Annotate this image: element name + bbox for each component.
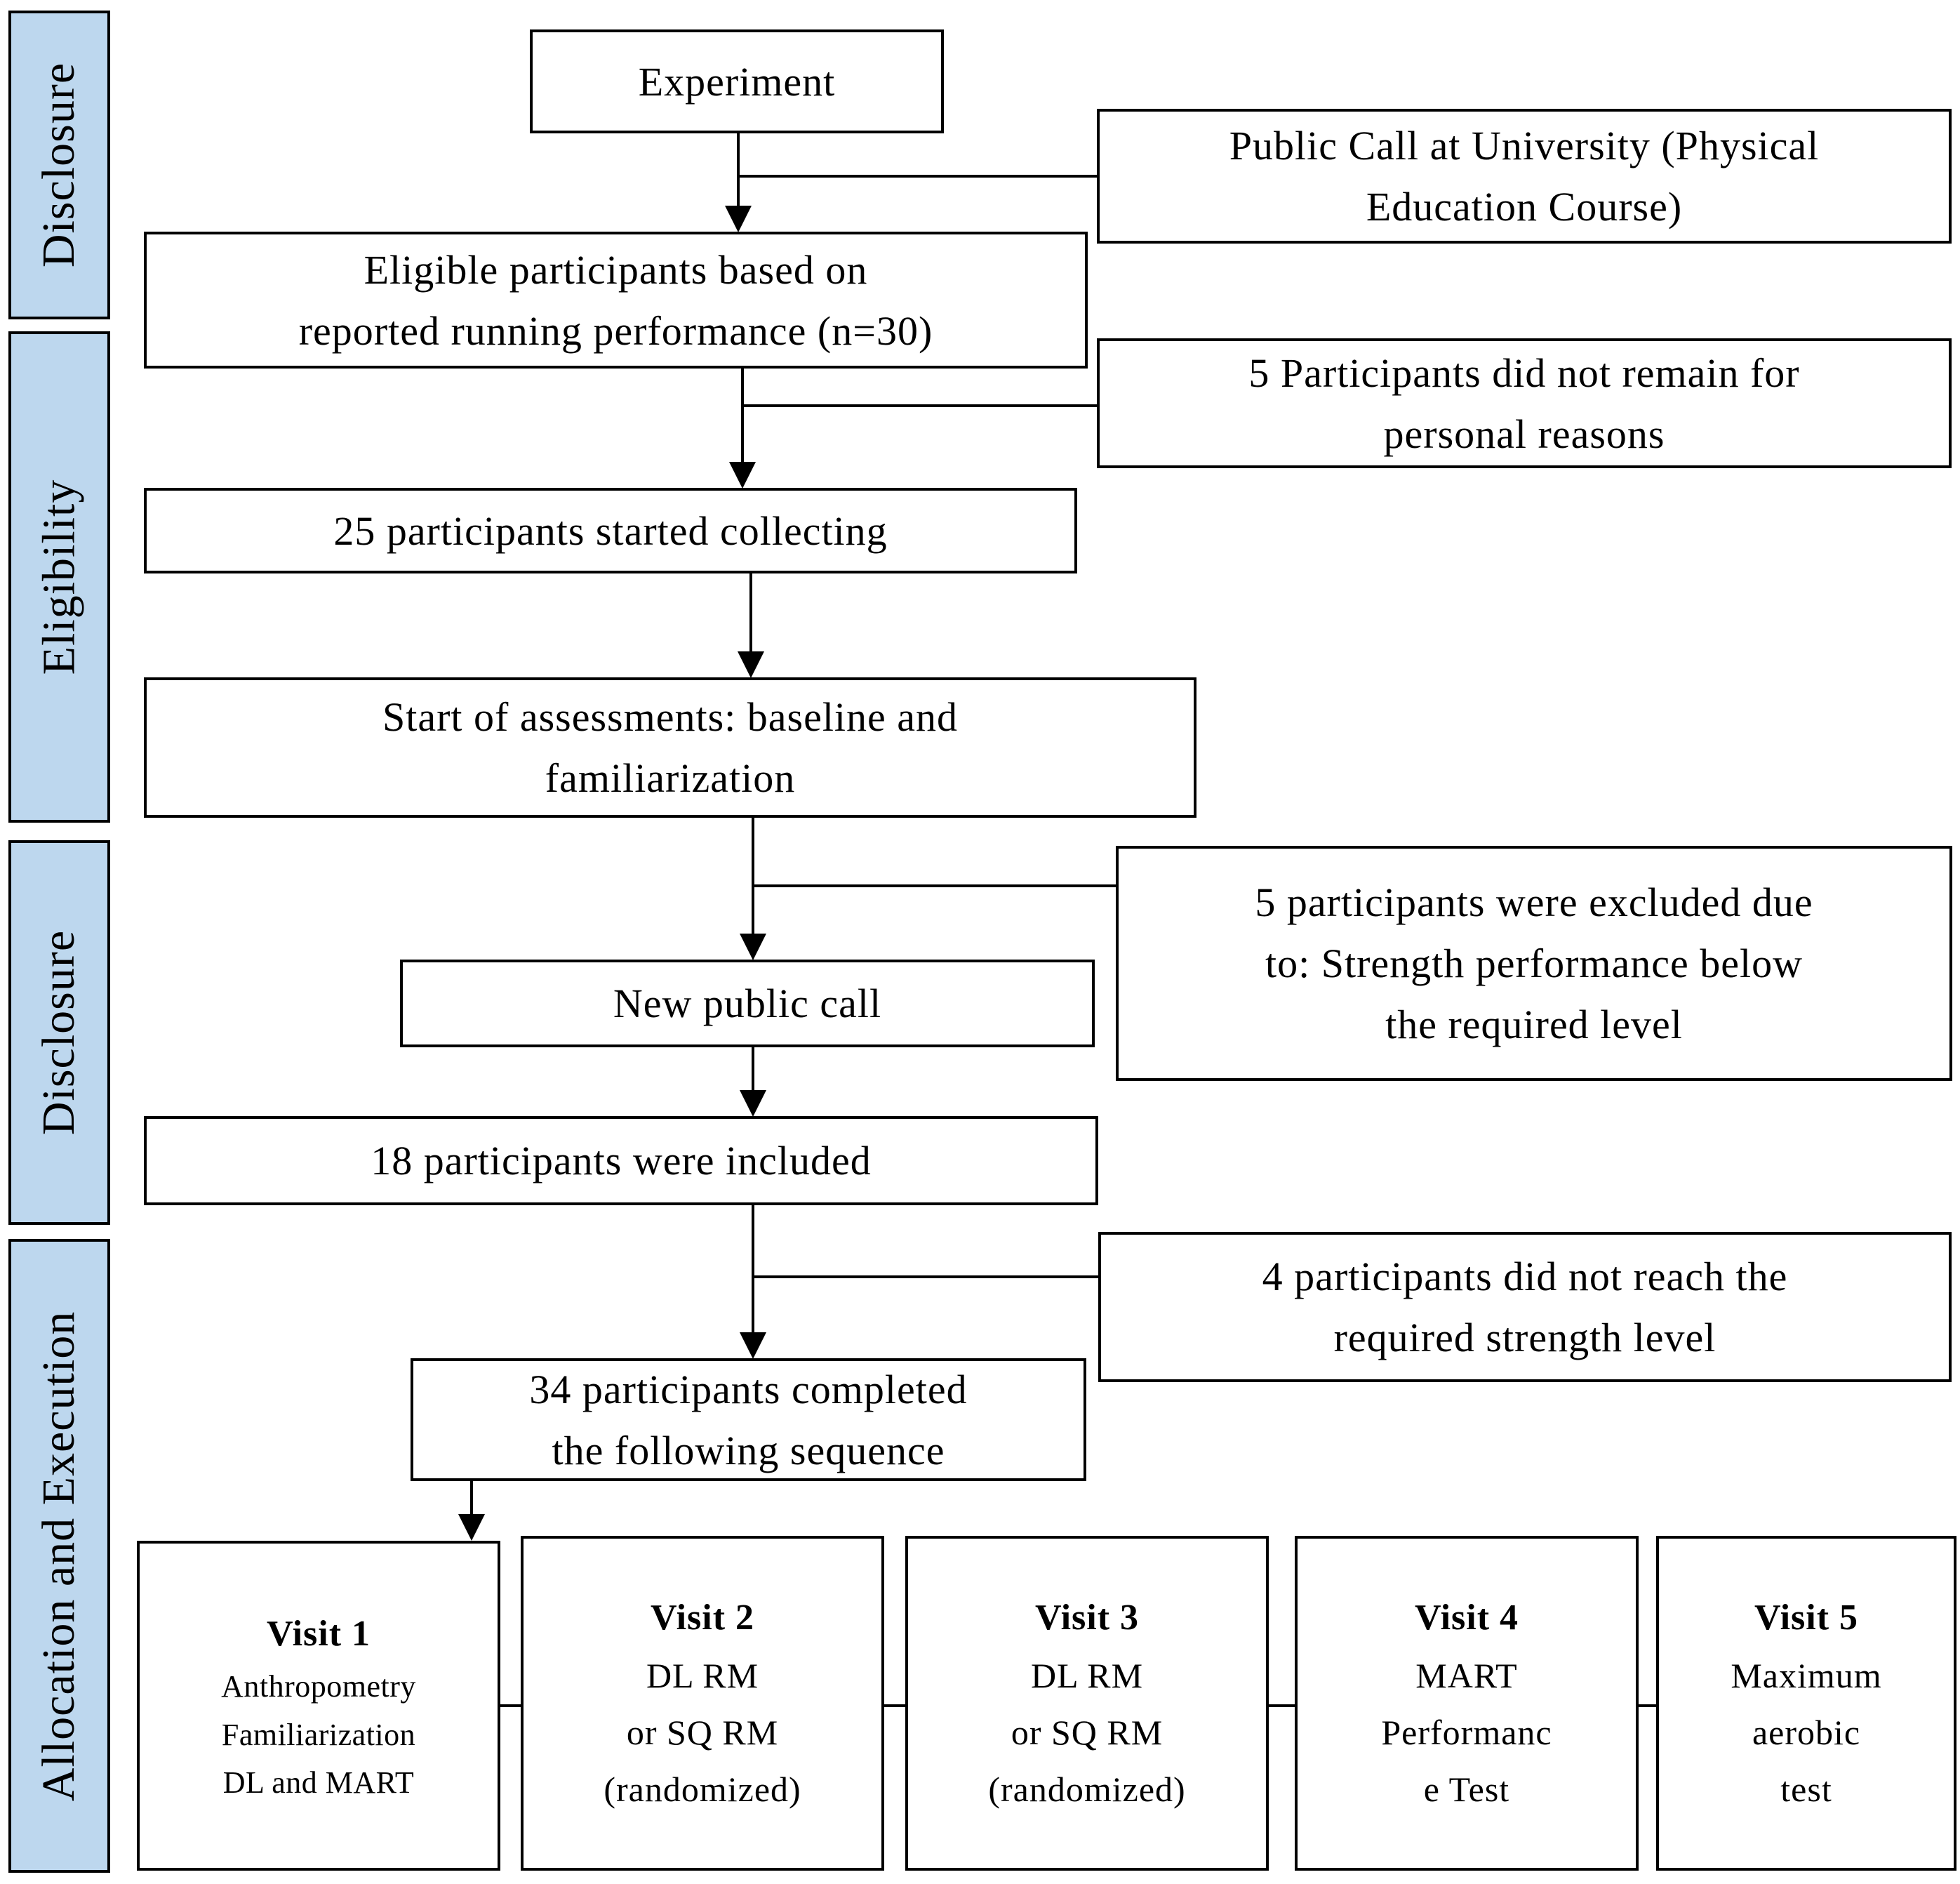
assessments-text-line1: Start of assessments: baseline and <box>382 694 959 740</box>
arrow-experiment-to-eligible-line <box>737 133 740 208</box>
stage-allocation-execution: Allocation and Execution <box>8 1239 110 1873</box>
eligible-text-line2: reported running performance (n=30) <box>298 307 933 354</box>
visit-2-line2: or SQ RM <box>626 1712 779 1752</box>
stage-eligibility-label: Eligibility <box>33 479 85 675</box>
excluded-text-line1: 5 participants were excluded due <box>1255 880 1813 925</box>
visit-5-title: Visit 5 <box>1754 1598 1859 1638</box>
arrow-eligible-to-started-line <box>741 369 744 464</box>
experiment-box: Experiment <box>530 29 944 133</box>
completed-text-line2: the following sequence <box>552 1427 945 1473</box>
visit-2-box: Visit 2 DL RM or SQ RM (randomized) <box>521 1536 884 1871</box>
arrow-started-to-assessments-line <box>749 573 752 654</box>
did-not-remain-box: 5 Participants did not remain for person… <box>1097 338 1952 468</box>
arrow-included-to-completed-head <box>740 1332 766 1359</box>
connector-to-excluded <box>752 884 1116 887</box>
public-call-box: Public Call at University (Physical Educ… <box>1097 109 1952 244</box>
arrow-assessments-to-newcall-line <box>752 818 754 936</box>
stage-disclosure-1: Disclosure <box>8 11 110 319</box>
visit-5-line2: aerobic <box>1752 1712 1861 1752</box>
stage-disclosure-1-label: Disclosure <box>33 62 85 268</box>
connector-to-did-not-remain <box>741 404 1097 407</box>
arrow-assessments-to-newcall-head <box>740 934 766 960</box>
experiment-text: Experiment <box>638 58 836 105</box>
connector-to-did-not-reach <box>752 1275 1098 1278</box>
did-not-reach-box: 4 participants did not reach the require… <box>1098 1232 1952 1382</box>
stage-disclosure-2: Disclosure <box>8 840 110 1225</box>
arrow-experiment-to-eligible-head <box>725 206 752 232</box>
did-not-reach-text-line2: required strength level <box>1333 1315 1716 1360</box>
started-collecting-box: 25 participants started collecting <box>144 488 1077 573</box>
completed-sequence-box: 34 participants completed the following … <box>411 1358 1086 1481</box>
included-text: 18 participants were included <box>371 1138 872 1183</box>
started-collecting-text: 25 participants started collecting <box>333 508 888 554</box>
did-not-remain-text-line1: 5 Participants did not remain for <box>1248 350 1800 396</box>
visit-1-box: Visit 1 Anthropometry Familiarization DL… <box>137 1541 500 1871</box>
excluded-text-line2: to: Strength performance below <box>1265 941 1804 986</box>
did-not-remain-text-line2: personal reasons <box>1383 411 1665 457</box>
visit-3-line2: or SQ RM <box>1011 1712 1164 1752</box>
visit-4-line3: e Test <box>1423 1769 1510 1809</box>
connector-visit2-visit3 <box>882 1704 907 1707</box>
assessments-box: Start of assessments: baseline and famil… <box>144 677 1196 818</box>
visit-3-line3: (randomized) <box>988 1769 1186 1809</box>
connector-visit1-visit2 <box>498 1704 522 1707</box>
new-public-call-box: New public call <box>400 960 1095 1047</box>
visit-5-box: Visit 5 Maximum aerobic test <box>1656 1536 1956 1871</box>
eligible-text-line1: Eligible participants based on <box>364 246 868 293</box>
visit-4-title: Visit 4 <box>1414 1598 1519 1638</box>
included-box: 18 participants were included <box>144 1116 1098 1205</box>
connector-to-public-call <box>737 175 1097 178</box>
visit-4-box: Visit 4 MART Performanc e Test <box>1295 1536 1639 1871</box>
arrow-eligible-to-started-head <box>729 462 756 489</box>
visit-1-line1: Anthropometry <box>221 1669 416 1704</box>
connector-visit3-visit4 <box>1267 1704 1297 1707</box>
stage-eligibility: Eligibility <box>8 331 110 823</box>
excluded-box: 5 participants were excluded due to: Str… <box>1116 846 1952 1081</box>
visit-1-line2: Familiarization <box>221 1717 416 1752</box>
visit-3-title: Visit 3 <box>1034 1598 1140 1638</box>
eligible-participants-box: Eligible participants based on reported … <box>144 232 1088 369</box>
public-call-text-line1: Public Call at University (Physical <box>1229 123 1820 168</box>
connector-visit4-visit5 <box>1636 1704 1658 1707</box>
completed-text-line1: 34 participants completed <box>529 1366 968 1412</box>
assessments-text-line2: familiarization <box>545 755 796 801</box>
stage-disclosure-2-label: Disclosure <box>33 929 85 1136</box>
arrow-started-to-assessments-head <box>738 651 764 678</box>
arrow-newcall-to-included-head <box>740 1090 766 1117</box>
did-not-reach-text-line1: 4 participants did not reach the <box>1262 1254 1788 1299</box>
visit-4-line1: MART <box>1415 1655 1518 1695</box>
arrow-completed-to-visit1-head <box>458 1514 485 1541</box>
visit-2-line1: DL RM <box>646 1655 759 1695</box>
visit-3-line1: DL RM <box>1030 1655 1144 1695</box>
new-public-call-text: New public call <box>613 981 882 1026</box>
excluded-text-line3: the required level <box>1385 1002 1683 1047</box>
visit-2-line3: (randomized) <box>604 1769 801 1809</box>
arrow-included-to-completed-line <box>752 1205 754 1334</box>
visit-5-line3: test <box>1780 1769 1832 1809</box>
visit-1-title: Visit 1 <box>266 1614 371 1654</box>
visit-1-line3: DL and MART <box>222 1765 415 1800</box>
stage-allocation-execution-label: Allocation and Execution <box>33 1311 85 1801</box>
arrow-newcall-to-included-line <box>752 1047 754 1092</box>
arrow-completed-to-visit1-line <box>470 1481 473 1516</box>
visit-4-line2: Performanc <box>1381 1712 1552 1752</box>
visit-2-title: Visit 2 <box>650 1598 755 1638</box>
public-call-text-line2: Education Course) <box>1366 184 1683 230</box>
visit-5-line1: Maximum <box>1731 1655 1882 1695</box>
visit-3-box: Visit 3 DL RM or SQ RM (randomized) <box>905 1536 1269 1871</box>
